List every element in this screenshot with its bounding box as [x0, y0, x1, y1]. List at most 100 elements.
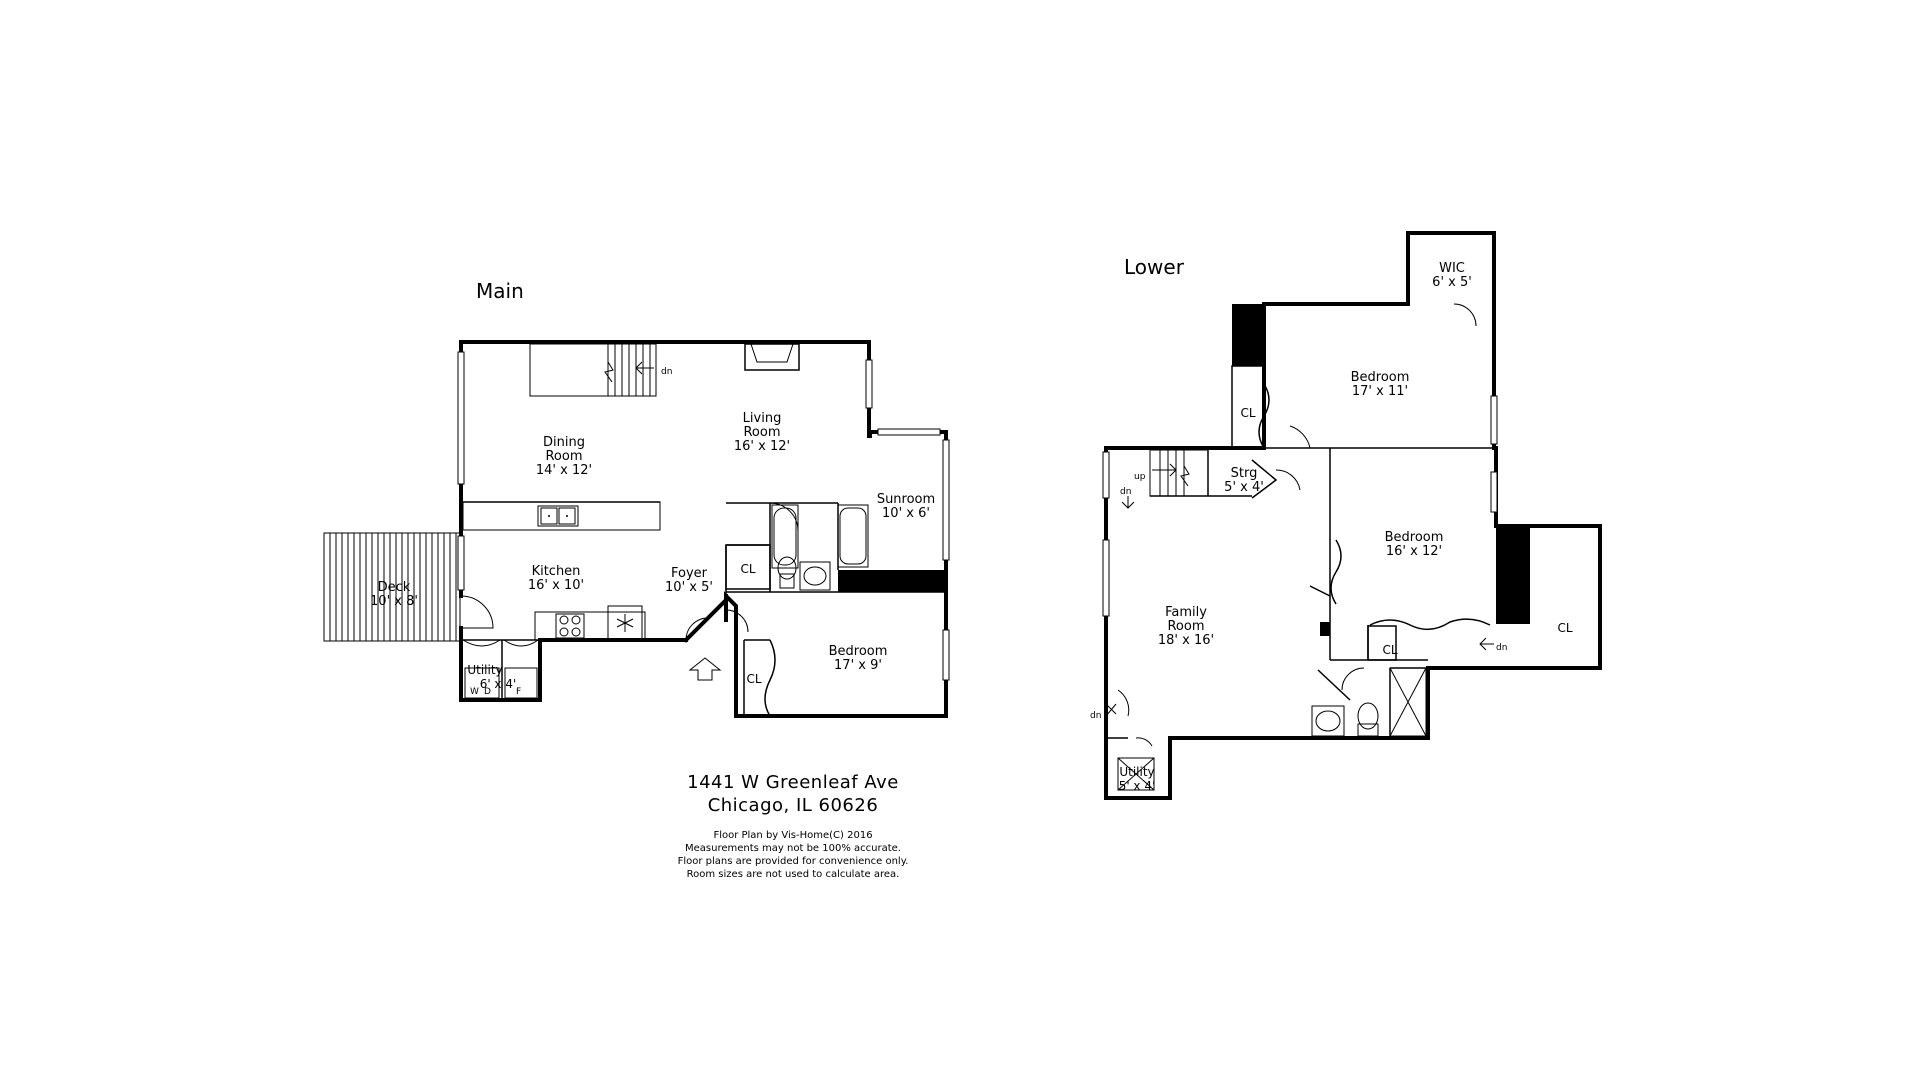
utility-door-swing [1135, 737, 1153, 747]
living-room-name-1: Living [743, 411, 782, 426]
lower-column [1320, 622, 1330, 636]
kitchen-sink-icon [537, 505, 579, 527]
wic-size: 6' x 5' [1432, 275, 1472, 290]
lower-chimney-wall [1232, 304, 1264, 366]
sink-icon [799, 561, 831, 591]
lower-stair-dn-label: dn [1120, 487, 1131, 497]
toilet-icon [777, 556, 797, 589]
lower-utility-name: Utility [1119, 765, 1154, 779]
main-utility-name: Utility [467, 663, 502, 677]
foyer-name: Foyer [671, 566, 708, 581]
deck-boards [329, 533, 457, 641]
lower-utility-size: 5' x 4' [1119, 779, 1156, 793]
fireplace-icon [744, 343, 800, 371]
dining-room-size: 14' x 12' [536, 463, 592, 478]
lower-bedroom-2-name: Bedroom [1385, 530, 1444, 545]
family-room-name-2: Room [1167, 619, 1204, 634]
lower-closet-3-label: CL [1557, 621, 1572, 635]
lower-floor-plan: Lower [1090, 231, 1602, 800]
lower-stair-door-swing [1117, 689, 1130, 717]
main-floor-plan: Main Deck 10' x 8' [323, 279, 950, 718]
main-windows [457, 351, 950, 681]
foyer-entry-wall [683, 594, 728, 643]
disclaimer-line-3: Floor plans are provided for convenience… [678, 856, 909, 867]
lower-dn-label-2: dn [1090, 711, 1101, 721]
deck-door-swing [460, 595, 494, 629]
main-chimney-wall [838, 570, 946, 592]
main-closet-1-label: CL [740, 562, 755, 576]
lower-closet-2 [1367, 625, 1397, 661]
main-interior-walls [461, 501, 946, 716]
address-block: 1441 W Greenleaf Ave Chicago, IL 60626 [687, 772, 899, 816]
living-room-name-2: Room [743, 425, 780, 440]
stove-icon [555, 613, 585, 639]
deck-name: Deck [378, 580, 411, 595]
foyer-size: 10' x 5' [665, 580, 713, 595]
lower-bedroom-2-size: 16' x 12' [1386, 544, 1442, 559]
main-bedroom-name: Bedroom [829, 644, 888, 659]
main-stairs: dn [529, 343, 672, 397]
bath-door-swing [769, 502, 799, 532]
lower-closet-2-label: CL [1382, 643, 1397, 657]
lower-exterior-walls [1104, 231, 1602, 800]
deck: Deck 10' x 8' [323, 532, 461, 642]
disclaimer-block: Floor Plan by Vis-Home(C) 2016 Measureme… [678, 830, 909, 880]
disclaimer-line-4: Room sizes are not used to calculate are… [687, 869, 900, 880]
lower-windows [1102, 395, 1498, 617]
lower-bathroom [1311, 667, 1427, 737]
entrance-arrow-icon [688, 657, 722, 681]
lower-dn-label-3: dn [1496, 643, 1507, 653]
lower-stairs: up dn [1120, 449, 1209, 509]
lower-furnace-wall [1496, 526, 1530, 624]
bedroom-1-door-swing [1289, 425, 1311, 449]
family-room-name-1: Family [1165, 605, 1207, 620]
dining-room-name-2: Room [545, 449, 582, 464]
lower-stair-up-label: up [1134, 472, 1146, 482]
main-bedroom-size: 17' x 9' [834, 658, 882, 673]
bathtub-icon [837, 504, 869, 568]
deck-size: 10' x 8' [370, 594, 418, 609]
foyer-door-swing [725, 609, 749, 633]
lower-toilet-icon [1357, 702, 1379, 737]
washer-label: W [470, 687, 479, 697]
dryer-label: D [484, 687, 491, 697]
entry-door-swing [685, 617, 709, 641]
shower-icon [1389, 667, 1427, 737]
living-room-size: 16' x 12' [734, 439, 790, 454]
lower-sink-icon [1311, 705, 1345, 737]
main-utility: Utility 6' x 4' W D F [461, 639, 540, 700]
kitchen-name: Kitchen [532, 564, 581, 579]
sunroom-name: Sunroom [877, 492, 935, 507]
wic-name: WIC [1439, 261, 1465, 276]
main-stair-dn-label: dn [661, 367, 672, 377]
lower-interior-walls [1150, 447, 1494, 738]
disclaimer-line-1: Floor Plan by Vis-Home(C) 2016 [713, 830, 872, 841]
storage-door-swing [1275, 469, 1301, 491]
kitchen-size: 16' x 10' [528, 578, 584, 593]
storage-name: Strg [1231, 466, 1258, 481]
lower-closet-1-label: CL [1240, 406, 1255, 420]
main-bathroom [771, 504, 869, 591]
main-floor-title: Main [476, 279, 524, 303]
wic-door-swing [1453, 303, 1477, 327]
main-closets: CL CL [725, 544, 776, 717]
refrigerator-icon [607, 605, 643, 641]
storage-size: 5' x 4' [1224, 480, 1264, 495]
lower-closet-1 [1231, 365, 1265, 449]
kitchen-counters [462, 501, 661, 641]
main-utility-size: 6' x 4' [480, 677, 517, 691]
family-room-size: 18' x 16' [1158, 633, 1214, 648]
dining-room-name-1: Dining [543, 435, 585, 450]
main-closet-2-label: CL [746, 672, 761, 686]
sunroom-size: 10' x 6' [882, 506, 930, 521]
lower-closet-doors [1258, 383, 1491, 631]
bath-lower-door-swing [1341, 667, 1365, 691]
address-line-1: 1441 W Greenleaf Ave [687, 772, 899, 793]
lower-bedroom-1-name: Bedroom [1351, 370, 1410, 385]
lower-utility: Utility 5' x 4' [1106, 737, 1156, 793]
address-line-2: Chicago, IL 60626 [708, 795, 879, 816]
disclaimer-line-2: Measurements may not be 100% accurate. [685, 843, 901, 854]
furnace-label: F [516, 687, 521, 697]
lower-floor-title: Lower [1124, 255, 1185, 279]
